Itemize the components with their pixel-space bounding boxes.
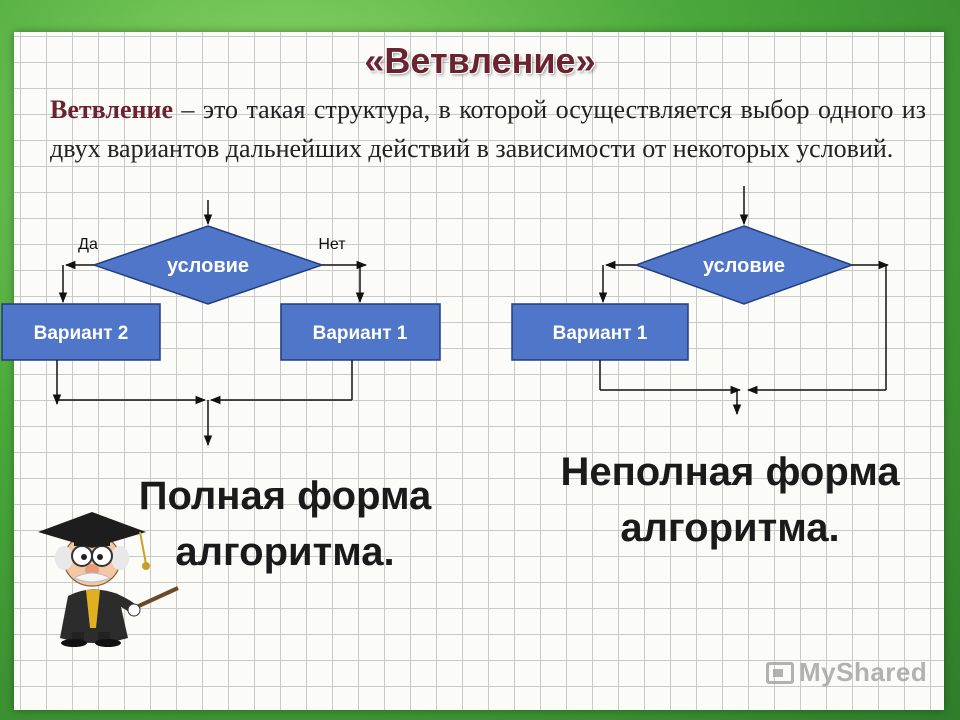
partial-form-caption: Неполная форма алгоритма. <box>560 450 900 550</box>
partial-form-flowchart: условие Вариант 1 <box>511 186 890 416</box>
full-form-caption: Полная форма алгоритма. <box>138 474 432 574</box>
partial-condition-label: условие <box>703 255 785 277</box>
definition-text: – это такая структура, в которой осущест… <box>50 95 926 163</box>
no-label: Нет <box>318 236 346 253</box>
watermark-text: MyShared <box>799 657 928 687</box>
full-variant-right-block <box>280 303 441 361</box>
full-condition-diamond <box>91 225 325 305</box>
slide-title: «Ветвление» <box>364 40 596 81</box>
professor-mascot-icon <box>38 512 179 647</box>
partial-variant-label: Вариант 1 <box>553 323 648 344</box>
definition-paragraph: Ветвление – это такая структура, в котор… <box>50 90 926 168</box>
definition-term: Ветвление <box>50 95 173 124</box>
full-condition-label: условие <box>167 255 249 277</box>
yes-label: Да <box>78 236 98 253</box>
partial-condition-diamond <box>633 225 855 305</box>
full-variant-left-block <box>1 303 161 361</box>
slide-background <box>14 32 944 710</box>
myshared-logo-icon <box>766 662 794 684</box>
myshared-watermark: MyShared <box>766 657 927 688</box>
partial-variant-block <box>511 303 689 361</box>
full-form-flowchart: условие Да Нет Вариант 2 Вариант 1 <box>1 200 441 447</box>
full-variant-left-label: Вариант 2 <box>34 323 129 344</box>
full-variant-right-label: Вариант 1 <box>313 323 408 344</box>
